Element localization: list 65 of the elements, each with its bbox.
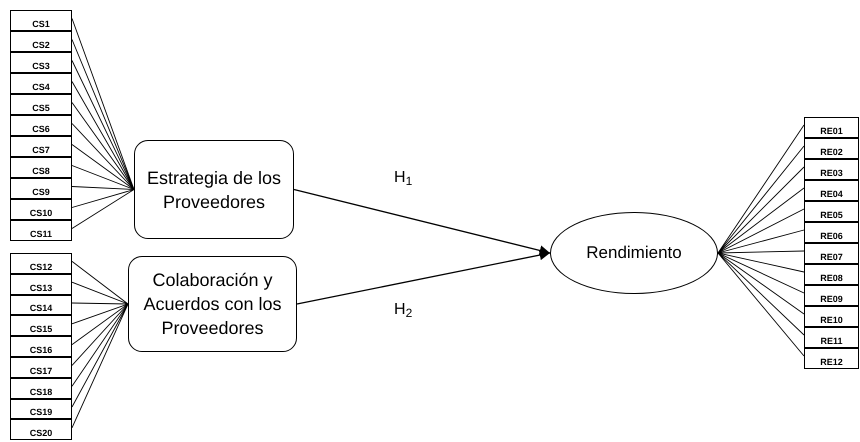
connector-line	[72, 123, 134, 190]
connector-line	[718, 208, 804, 254]
connector-line	[718, 250, 804, 254]
indicator-box: CS12	[10, 253, 72, 274]
indicator-box: CS7	[10, 136, 72, 157]
indicator-box: RE10	[804, 306, 859, 327]
connector-line	[718, 252, 804, 336]
connector-line	[72, 260, 128, 304]
arrow	[296, 250, 550, 305]
indicator-box: CS13	[10, 274, 72, 295]
connector-line	[72, 144, 134, 190]
connector-line	[72, 165, 134, 190]
indicator-box: CS18	[10, 378, 72, 399]
indicator-box: CS5	[10, 94, 72, 115]
connector-line	[72, 189, 134, 229]
connector-line	[718, 252, 804, 272]
connector-line	[72, 304, 128, 408]
connector-line	[718, 124, 804, 254]
indicator-box: CS20	[10, 419, 72, 440]
connector-line	[718, 166, 804, 254]
indicator-box: RE11	[804, 327, 859, 348]
connector-line	[72, 304, 128, 387]
connector-line	[718, 252, 804, 314]
indicator-box: RE01	[804, 117, 859, 138]
construct-box: Colaboración y Acuerdos con los Proveedores	[128, 256, 297, 352]
indicator-box: CS3	[10, 52, 72, 73]
connector-line	[72, 304, 128, 346]
indicator-box: RE08	[804, 264, 859, 285]
indicator-box: CS1	[10, 10, 72, 31]
connector-line	[72, 186, 134, 190]
indicator-box: CS9	[10, 178, 72, 199]
indicator-box: RE05	[804, 201, 859, 222]
indicator-box: RE04	[804, 180, 859, 201]
connector-line	[718, 252, 804, 294]
indicator-box: CS4	[10, 73, 72, 94]
indicator-box: CS15	[10, 315, 72, 336]
connector-line	[718, 252, 804, 356]
connector-line	[718, 230, 804, 254]
arrow	[294, 188, 550, 256]
indicator-box: CS6	[10, 115, 72, 136]
connector-line	[72, 102, 134, 190]
indicator-box: CS19	[10, 398, 72, 420]
indicator-box: CS17	[10, 357, 72, 378]
indicator-box: RE06	[804, 222, 859, 243]
connector-line	[72, 302, 128, 304]
construct-box: Estrategia de los Proveedores	[134, 140, 294, 239]
indicator-box: RE12	[804, 348, 859, 369]
indicator-box: RE07	[804, 243, 859, 264]
connector-line	[72, 304, 128, 428]
indicator-box: CS10	[10, 199, 72, 220]
indicator-box: RE02	[804, 138, 859, 159]
connector-line	[718, 188, 804, 254]
construct-ellipse: Rendimiento	[550, 212, 718, 294]
indicator-box: RE09	[804, 285, 859, 306]
indicator-box: RE03	[804, 159, 859, 180]
connector-line	[72, 304, 128, 324]
connector-line	[72, 189, 134, 208]
indicator-box: CS11	[10, 220, 72, 241]
indicator-box: CS2	[10, 31, 72, 52]
indicator-box: CS16	[10, 336, 72, 357]
connector-line	[72, 282, 128, 304]
connector-line	[72, 304, 128, 366]
indicator-box: CS8	[10, 157, 72, 178]
connector-line	[718, 146, 804, 254]
indicator-box: CS14	[10, 294, 72, 316]
